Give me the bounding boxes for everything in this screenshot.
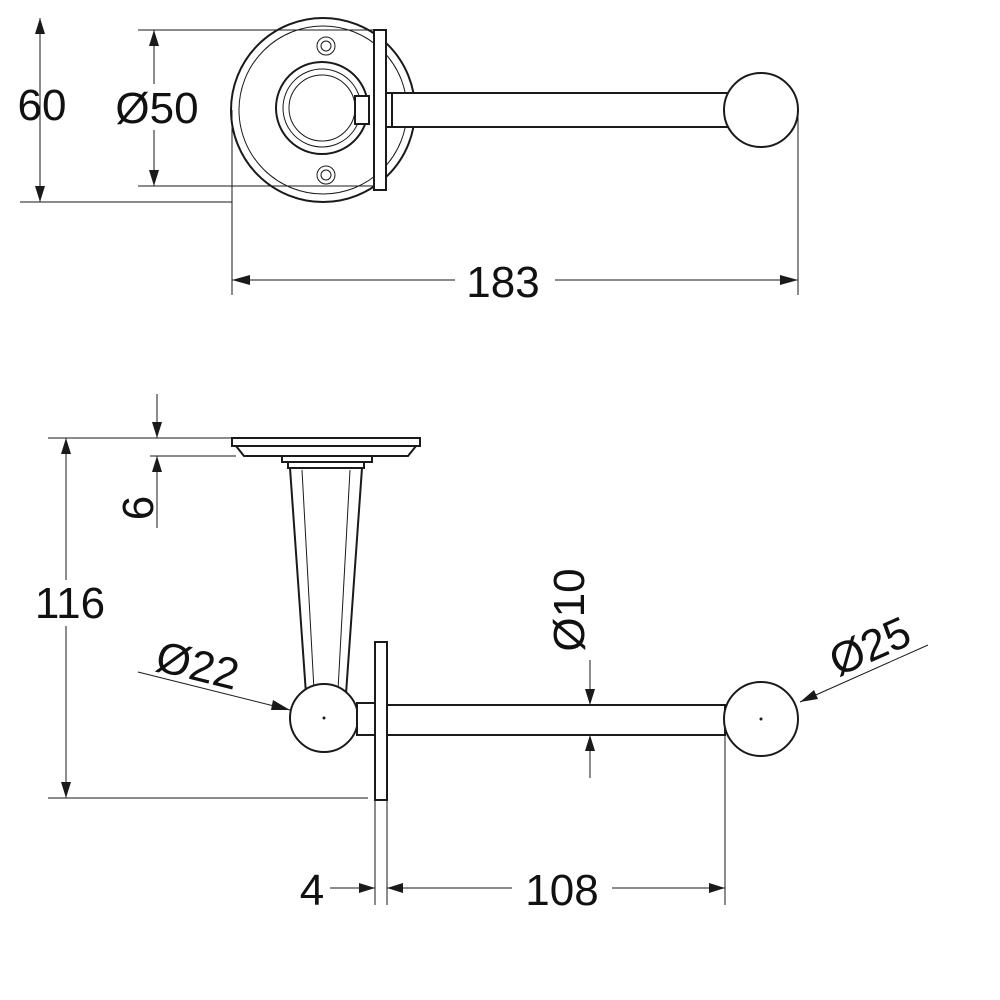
arm-stub	[354, 95, 370, 125]
label-knob-diameter: Ø25	[822, 607, 918, 686]
label-overall-length: 183	[466, 258, 539, 307]
dim-elbow-diameter	[137, 671, 291, 711]
screw-hole-top-inner	[320, 40, 332, 52]
rose-chamfer	[233, 445, 419, 457]
knob-center	[759, 717, 763, 721]
dim-rose-thickness	[48, 394, 236, 528]
screw-hole-top	[316, 36, 336, 56]
screw-hole-bottom-inner	[320, 169, 332, 181]
bar-side-view	[386, 704, 726, 736]
rose-flange	[231, 437, 421, 447]
top-view	[230, 17, 799, 203]
dim-top-height	[20, 18, 232, 203]
tapered-stem	[288, 467, 364, 695]
label-rose-diameter: Ø50	[115, 84, 198, 133]
side-view	[231, 437, 799, 801]
knob-top-view	[723, 72, 799, 148]
elbow-center	[322, 716, 326, 720]
label-plate-thickness: 4	[300, 866, 324, 915]
elbow-connector	[356, 702, 376, 736]
plate-edge	[373, 29, 387, 191]
dim-knob-diameter	[799, 644, 929, 703]
label-bar-length: 108	[525, 866, 598, 915]
screw-hole-bottom	[316, 165, 336, 185]
label-elbow-diameter: Ø22	[151, 632, 244, 700]
label-bar-diameter: Ø10	[545, 568, 594, 651]
label-top-height: 60	[18, 81, 67, 130]
bar-top-view	[391, 92, 731, 128]
label-overall-projection: 116	[35, 579, 105, 628]
back-plate	[374, 641, 388, 801]
label-rose-thickness: 6	[114, 496, 163, 520]
